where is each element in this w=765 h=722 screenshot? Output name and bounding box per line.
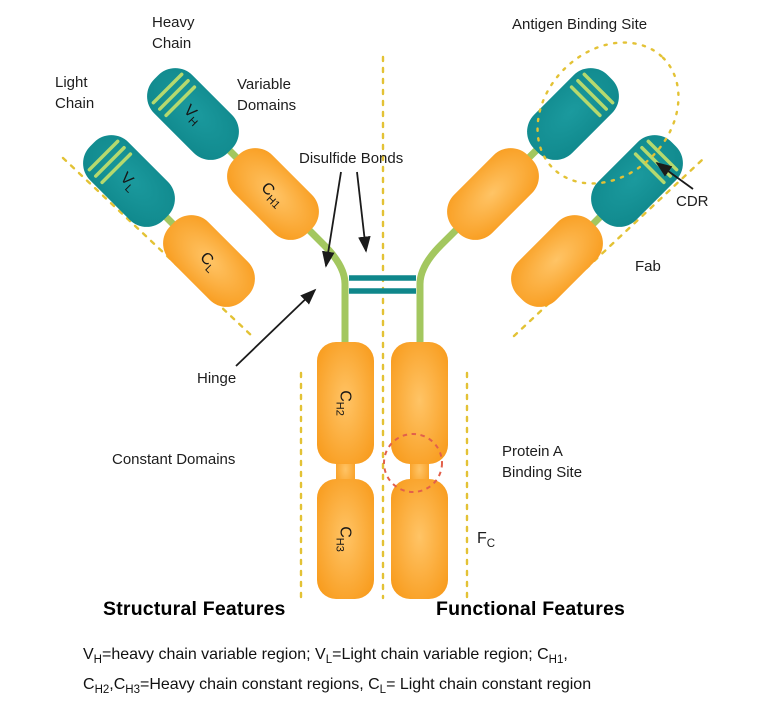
label-disulfide-bonds: Disulfide Bonds [299, 150, 404, 167]
cdr-stripe [100, 152, 133, 185]
caption-sub: L [325, 654, 333, 667]
cdr-arrow [655, 161, 694, 190]
label-line: Binding Site [502, 464, 583, 481]
label-constant-domains: Constant Domains [112, 451, 236, 468]
disulfide-bonds-arrow-1 [322, 171, 342, 268]
caption-text: C [83, 676, 95, 693]
ch1-domain-right [447, 148, 539, 240]
cdr-stripe [576, 79, 608, 111]
caption-text: =heavy chain variable region; V [101, 646, 326, 663]
label-line: Light [55, 74, 88, 91]
label-variable-domains: Variable Domains [237, 74, 296, 116]
label-line: Domains [237, 97, 297, 114]
vh-domain-left [147, 68, 239, 160]
caption-sub: L [379, 684, 387, 697]
disulfide-bonds-arrow-2 [356, 171, 371, 253]
label-heavy-chain: Heavy Chain [152, 12, 195, 54]
ch3-domain-left-shape [317, 479, 374, 599]
vl-domain-left [83, 135, 175, 227]
label-light-chain: Light Chain [55, 72, 94, 114]
caption-line-1: VH=heavy chain variable region; VL=Light… [83, 646, 568, 667]
cdr-stripe [151, 72, 184, 105]
cdr-stripe [633, 152, 666, 185]
caption-sub: H [93, 654, 102, 667]
vl-domain-shape [83, 135, 175, 227]
label-fc: FC [477, 528, 495, 550]
vh-domain-shape [147, 68, 239, 160]
caption-text: =Heavy chain constant regions, C [139, 676, 380, 693]
caption-sub: H1 [548, 654, 564, 667]
ch1-domain-shape [447, 148, 539, 240]
left-heavy-chain-backbone [158, 79, 349, 356]
cl-domain-left [163, 215, 255, 307]
caption-text: = Light chain constant region [386, 676, 592, 693]
vl-domain-shape [591, 135, 683, 227]
cdr-stripe [569, 85, 602, 118]
label-hinge: Hinge [197, 370, 237, 387]
label-line: Chain [152, 35, 192, 52]
caption-text: V [83, 646, 94, 663]
caption-text: =Light chain variable region; C [332, 646, 549, 663]
label-protein-a-binding-site: Protein A Binding Site [502, 441, 582, 483]
vh-domain-shape [527, 68, 619, 160]
label-fc-main: F [477, 530, 487, 547]
caption-sub: H3 [125, 684, 140, 697]
label-fc-sub: C [486, 538, 496, 551]
caption-sub: H2 [94, 684, 110, 697]
domain-label-ch3: CH3 [334, 526, 354, 552]
section-title-functional-features: Functional Features [436, 598, 626, 620]
label-line: Variable [237, 76, 291, 93]
label-line: Heavy [152, 14, 195, 31]
right-heavy-chain-backbone [416, 79, 608, 356]
ch2-domain-left-shape [317, 342, 374, 464]
vh-domain-right [527, 68, 619, 160]
cl-domain-right [511, 215, 603, 307]
label-line: Chain [55, 95, 95, 112]
section-title-structural-features: Structural Features [103, 598, 286, 620]
caption-text: , [563, 646, 568, 663]
antigen-binding-site-circle [536, 41, 680, 185]
label-line: Protein A [502, 443, 563, 460]
cdr-stripe [582, 72, 615, 105]
cdr-stripe [164, 85, 197, 118]
cdr-stripe [158, 79, 190, 111]
label-cdr: CDR [676, 193, 709, 210]
fab-region-dashed-line [512, 158, 704, 338]
caption-line-2: CH2,CH3=Heavy chain constant regions, CL… [83, 676, 592, 697]
ch1-domain-shape [227, 148, 319, 240]
left-arm-dashed-line [61, 156, 254, 338]
ch2-domain-right-shape [391, 342, 448, 464]
cdr-stripe [94, 146, 126, 178]
cdr-stripe [87, 139, 120, 172]
label-antigen-binding-site: Antigen Binding Site [512, 16, 648, 33]
cl-domain-shape [511, 215, 603, 307]
ch1-domain-left [227, 148, 319, 240]
hinge-arrow [235, 288, 317, 367]
cl-domain-shape [163, 215, 255, 307]
protein-a-binding-circle [383, 433, 443, 493]
domain-label-ch2: CH2 [334, 390, 354, 416]
label-fab: Fab [635, 258, 661, 275]
ch3-domain-right-shape [391, 479, 448, 599]
caption-text: ,C [109, 676, 126, 693]
